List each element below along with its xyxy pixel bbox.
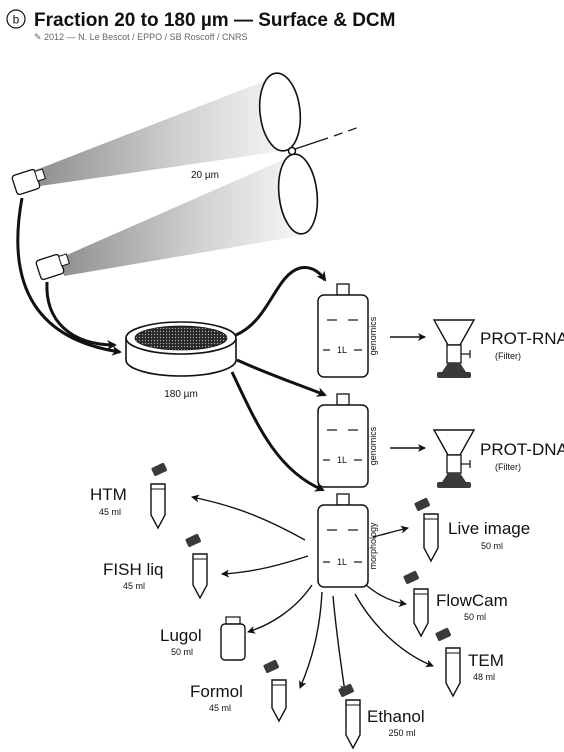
arrow-to-formol — [299, 591, 323, 689]
sample-tem-name: TEM — [468, 651, 504, 670]
tube-htm — [150, 462, 167, 530]
arrow-to-fish — [221, 555, 309, 578]
bottle-volume: 1L — [337, 455, 347, 465]
filter-note-rna: (Filter) — [495, 351, 521, 361]
filter-unit-rna — [432, 319, 476, 378]
sample-fish-volume: 45 ml — [123, 581, 145, 591]
arrow-net-upper-to-sieve — [16, 197, 122, 356]
sieve-mesh-label: 180 µm — [164, 389, 198, 400]
sample-formol-volume: 45 ml — [209, 703, 231, 713]
sample-flowcam-name: FlowCam — [436, 591, 508, 610]
plankton-net-upper — [11, 72, 302, 196]
tube-cap — [263, 659, 279, 673]
tube-cap — [185, 533, 201, 547]
tube-formol — [263, 659, 287, 723]
sieve — [125, 321, 237, 377]
tube-cap — [414, 497, 430, 511]
sample-fish-name: FISH liq — [103, 560, 163, 579]
tube-flowcam — [403, 570, 429, 638]
panel-letter-circle — [6, 9, 26, 29]
sample-flowcam-volume: 50 ml — [464, 612, 486, 622]
bottle-tag: morphology — [368, 522, 378, 570]
bottle-tag: genomics — [368, 426, 378, 465]
sample-live-image-volume: 50 ml — [481, 541, 503, 551]
sample-lugol-name: Lugol — [160, 626, 202, 645]
tube-cap — [151, 462, 167, 476]
arrow-to-tem — [354, 593, 434, 668]
sample-lugol-volume: 50 ml — [171, 647, 193, 657]
arrow-net-lower-to-sieve — [45, 281, 117, 350]
tube-cap — [338, 683, 354, 697]
filter-name-rna: PROT-RNA — [480, 329, 564, 348]
arrow-sieve-to-bottle-morphology — [230, 371, 325, 492]
arrow-sieve-to-bottle-rna — [235, 266, 327, 337]
tow-line — [287, 125, 363, 156]
credit-line: ✎ 2012 — N. Le Bescot / EPPO / SB Roscof… — [34, 32, 247, 42]
bottle-genomics-dna: 1L genomics — [317, 393, 378, 488]
sample-live-image-name: Live image — [448, 519, 530, 538]
sieve-mesh — [134, 325, 228, 351]
bottle-volume: 1L — [337, 557, 347, 567]
sample-ethanol-name: Ethanol — [367, 707, 425, 726]
sample-ethanol-volume: 250 ml — [388, 728, 415, 738]
arrow-to-flowcam — [365, 584, 407, 607]
tube-live-image — [414, 497, 439, 563]
filter-unit-dna — [432, 429, 476, 488]
arrow-to-lugol — [247, 584, 313, 634]
header: b Fraction 20 to 180 µm — Surface & DCM … — [6, 9, 395, 42]
panel-letter: b — [13, 13, 20, 27]
filter-note-dna: (Filter) — [495, 462, 521, 472]
tube-ethanol — [338, 683, 361, 750]
page-title: Fraction 20 to 180 µm — Surface & DCM — [34, 10, 395, 31]
net-mesh-label: 20 µm — [191, 170, 219, 181]
arrow-to-live-image — [372, 525, 409, 538]
bottle-volume: 1L — [337, 345, 347, 355]
bottle-morphology: 1L morphology — [317, 493, 378, 588]
tube-cap — [403, 570, 419, 584]
tube-cap — [435, 627, 451, 641]
bottle-lugol — [220, 616, 246, 661]
sample-htm-name: HTM — [90, 485, 127, 504]
plankton-net-lower — [35, 153, 319, 281]
tube-tem — [435, 627, 461, 698]
arrow-to-htm — [191, 494, 306, 541]
arrow-sieve-to-bottle-dna — [236, 358, 327, 397]
sample-htm-volume: 45 ml — [99, 507, 121, 517]
subsample-arrows — [191, 494, 434, 693]
sample-tem-volume: 48 ml — [473, 672, 495, 682]
filter-name-dna: PROT-DNA — [480, 440, 564, 459]
bottle-tag: genomics — [368, 316, 378, 355]
tube-fish — [185, 533, 208, 600]
arrow-to-ethanol — [332, 595, 348, 693]
sample-formol-name: Formol — [190, 682, 243, 701]
bottle-genomics-rna: 1L genomics — [317, 283, 378, 378]
